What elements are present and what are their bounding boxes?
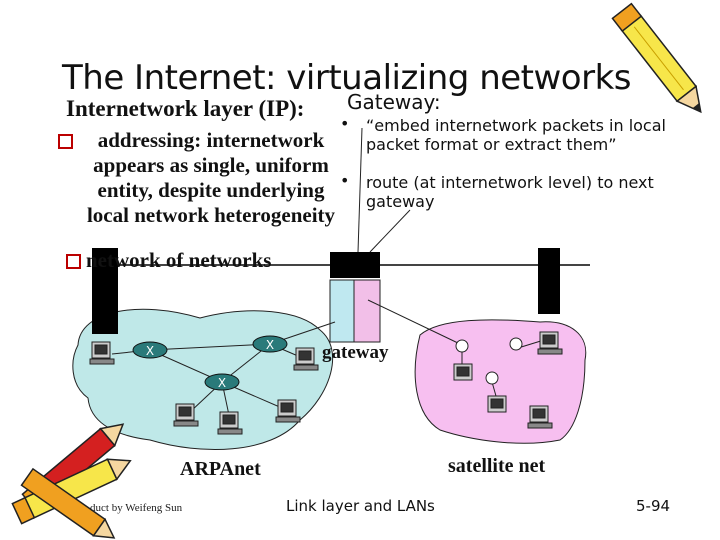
- satellite-dish-icon: [509, 337, 523, 351]
- computer-icon: [527, 405, 553, 429]
- addressing-bullet: addressing: internetwork appears as sing…: [86, 128, 336, 227]
- gateway-item-embed: “embed internetwork packets in local pac…: [366, 116, 666, 154]
- computer-icon: [275, 399, 301, 423]
- gateway-top: [330, 252, 380, 278]
- computer-icon: [293, 347, 319, 371]
- svg-text:X: X: [146, 344, 154, 358]
- computer-icon: [89, 341, 115, 365]
- left-pillar: [92, 248, 118, 334]
- svg-text:X: X: [266, 338, 274, 352]
- gateway-label: gateway: [322, 342, 389, 363]
- satellite-cloud: [414, 319, 587, 444]
- callout-line-2: [369, 209, 411, 253]
- bullet-icon: [58, 134, 73, 149]
- footer-credit: duct by Weifeng Sun: [90, 502, 183, 514]
- network-of-networks-bullet: network of networks: [86, 248, 272, 272]
- footer-chapter: Link layer and LANs: [286, 497, 435, 515]
- router-3: X: [204, 373, 240, 391]
- computer-icon: [173, 403, 199, 427]
- computer-icon: [537, 331, 563, 355]
- callout-line-1: [357, 127, 363, 253]
- svg-text:X: X: [218, 376, 226, 390]
- arpanet-label: ARPAnet: [180, 458, 261, 480]
- footer-page-number: 5-94: [636, 497, 671, 515]
- pencil-icon-bottom-3: [20, 467, 116, 539]
- gateway-heading: Gateway:: [347, 90, 441, 114]
- right-pillar: [538, 248, 560, 314]
- internetwork-heading: Internetwork layer (IP):: [66, 96, 305, 121]
- computer-icon: [453, 363, 473, 381]
- gateway-right-half: [353, 279, 381, 343]
- router-2: X: [252, 335, 288, 353]
- slide-title: The Internet: virtualizing networks: [62, 58, 631, 98]
- router-1: X: [132, 341, 168, 359]
- satellite-dish-icon: [485, 371, 499, 385]
- gateway-item-route: route (at internetwork level) to next ga…: [366, 173, 654, 211]
- computer-icon: [487, 395, 507, 413]
- gateway-dot-1: •: [340, 114, 350, 133]
- bullet-icon: [66, 254, 81, 269]
- satellite-dish-icon: [455, 339, 469, 353]
- computer-icon: [217, 411, 243, 435]
- satellite-net-label: satellite net: [448, 455, 546, 477]
- pencil-icon-top: [611, 2, 702, 114]
- gateway-left-half: [329, 279, 355, 343]
- gateway-dot-2: •: [340, 171, 350, 190]
